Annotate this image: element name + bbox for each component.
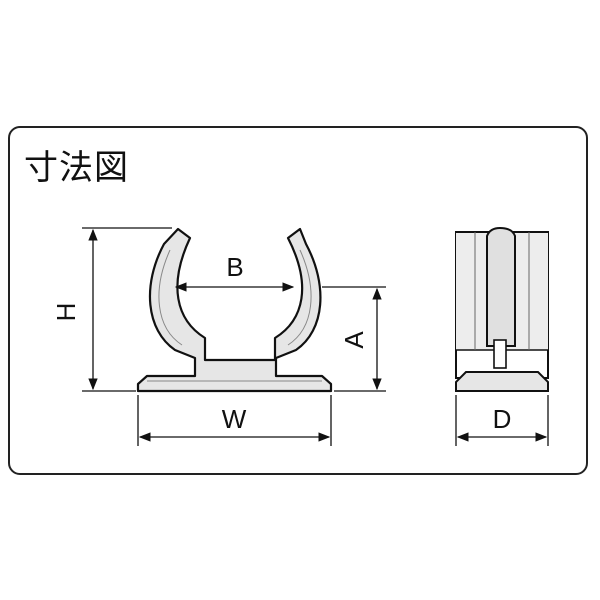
dimension-label-d: D (493, 404, 512, 434)
dimension-b: B (174, 252, 295, 292)
dimension-w: W (137, 395, 332, 446)
clip-body-outline (136, 227, 333, 393)
dimension-label-w: W (222, 404, 247, 434)
dimension-h: H (51, 227, 172, 392)
dimension-d: D (455, 395, 549, 446)
dimension-label-b: B (226, 252, 243, 282)
dimension-label-a: A (339, 331, 369, 349)
drawing-title: 寸法図 (24, 148, 129, 188)
clip-front-view (136, 227, 333, 393)
clip-side-view (455, 226, 549, 392)
dimension-a: A (322, 286, 386, 392)
drawing-frame (8, 126, 588, 475)
dimension-label-h: H (51, 303, 81, 322)
